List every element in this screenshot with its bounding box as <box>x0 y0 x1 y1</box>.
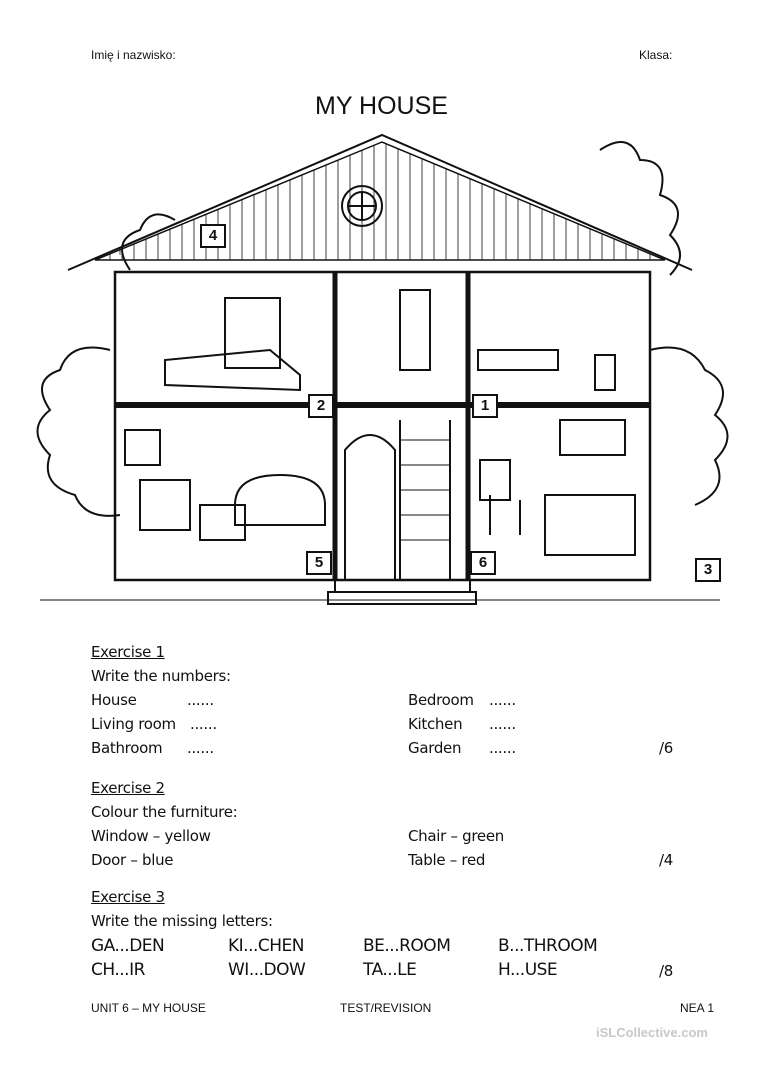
ex1-word: Garden <box>408 739 462 757</box>
house-walls <box>113 270 652 582</box>
name-label: Imię i nazwisko: <box>91 48 176 62</box>
label-box-6: 6 <box>470 551 496 575</box>
ex2-item: Window – yellow <box>91 827 211 845</box>
ex1-word: Living room <box>91 715 176 733</box>
label-box-2: 2 <box>308 394 334 418</box>
ex3-word: CH...IR <box>91 960 145 980</box>
exercise2-heading: Exercise 2 <box>91 779 165 797</box>
ex2-item: Chair – green <box>408 827 504 845</box>
ex1-blank: ...... <box>489 739 516 757</box>
footer-right: NEA 1 <box>680 1001 715 1015</box>
ex3-word: H...USE <box>498 960 558 980</box>
label-box-4: 4 <box>200 224 226 248</box>
ex2-item: Door – blue <box>91 851 174 869</box>
exercise2-instruction: Colour the furniture: <box>91 803 238 821</box>
footer-left: UNIT 6 – MY HOUSE <box>91 1001 206 1015</box>
ex1-blank: ...... <box>187 739 214 757</box>
ex1-word: House <box>91 691 137 709</box>
ex3-word: WI...DOW <box>228 960 306 980</box>
exercise3-score: /8 <box>659 962 673 980</box>
ex1-word: Kitchen <box>408 715 463 733</box>
exercise2-score: /4 <box>659 851 673 869</box>
exercise1-instruction: Write the numbers: <box>91 667 231 685</box>
ex3-word: GA...DEN <box>91 936 165 956</box>
cloud-right <box>599 141 681 276</box>
ex1-word: Bedroom <box>408 691 474 709</box>
label-box-5: 5 <box>306 551 332 575</box>
ex1-blank: ...... <box>187 691 214 709</box>
label-box-3: 3 <box>695 558 721 582</box>
ex3-word: B...THROOM <box>498 936 598 956</box>
class-label: Klasa: <box>639 48 673 62</box>
bush-right <box>649 346 729 506</box>
house-illustration <box>36 133 729 605</box>
watermark: iSLCollective.com <box>596 1025 708 1040</box>
ex3-word: KI...CHEN <box>228 936 304 956</box>
label-box-1: 1 <box>472 394 498 418</box>
roof-outline <box>67 133 693 271</box>
ex3-word: TA...LE <box>363 960 417 980</box>
exercise3-heading: Exercise 3 <box>91 888 165 906</box>
exercise3-instruction: Write the missing letters: <box>91 912 273 930</box>
ex1-blank: ...... <box>190 715 217 733</box>
ex1-blank: ...... <box>489 715 516 733</box>
exercise1-heading: Exercise 1 <box>91 643 165 661</box>
ex1-word: Bathroom <box>91 739 163 757</box>
page-title: MY HOUSE <box>315 92 448 120</box>
bush-left <box>36 346 121 517</box>
footer-center: TEST/REVISION <box>340 1001 432 1015</box>
cloud-left <box>121 213 176 271</box>
ex2-item: Table – red <box>408 851 486 869</box>
ex3-word: BE...ROOM <box>363 936 451 956</box>
exercise1-score: /6 <box>659 739 673 757</box>
ex1-blank: ...... <box>489 691 516 709</box>
